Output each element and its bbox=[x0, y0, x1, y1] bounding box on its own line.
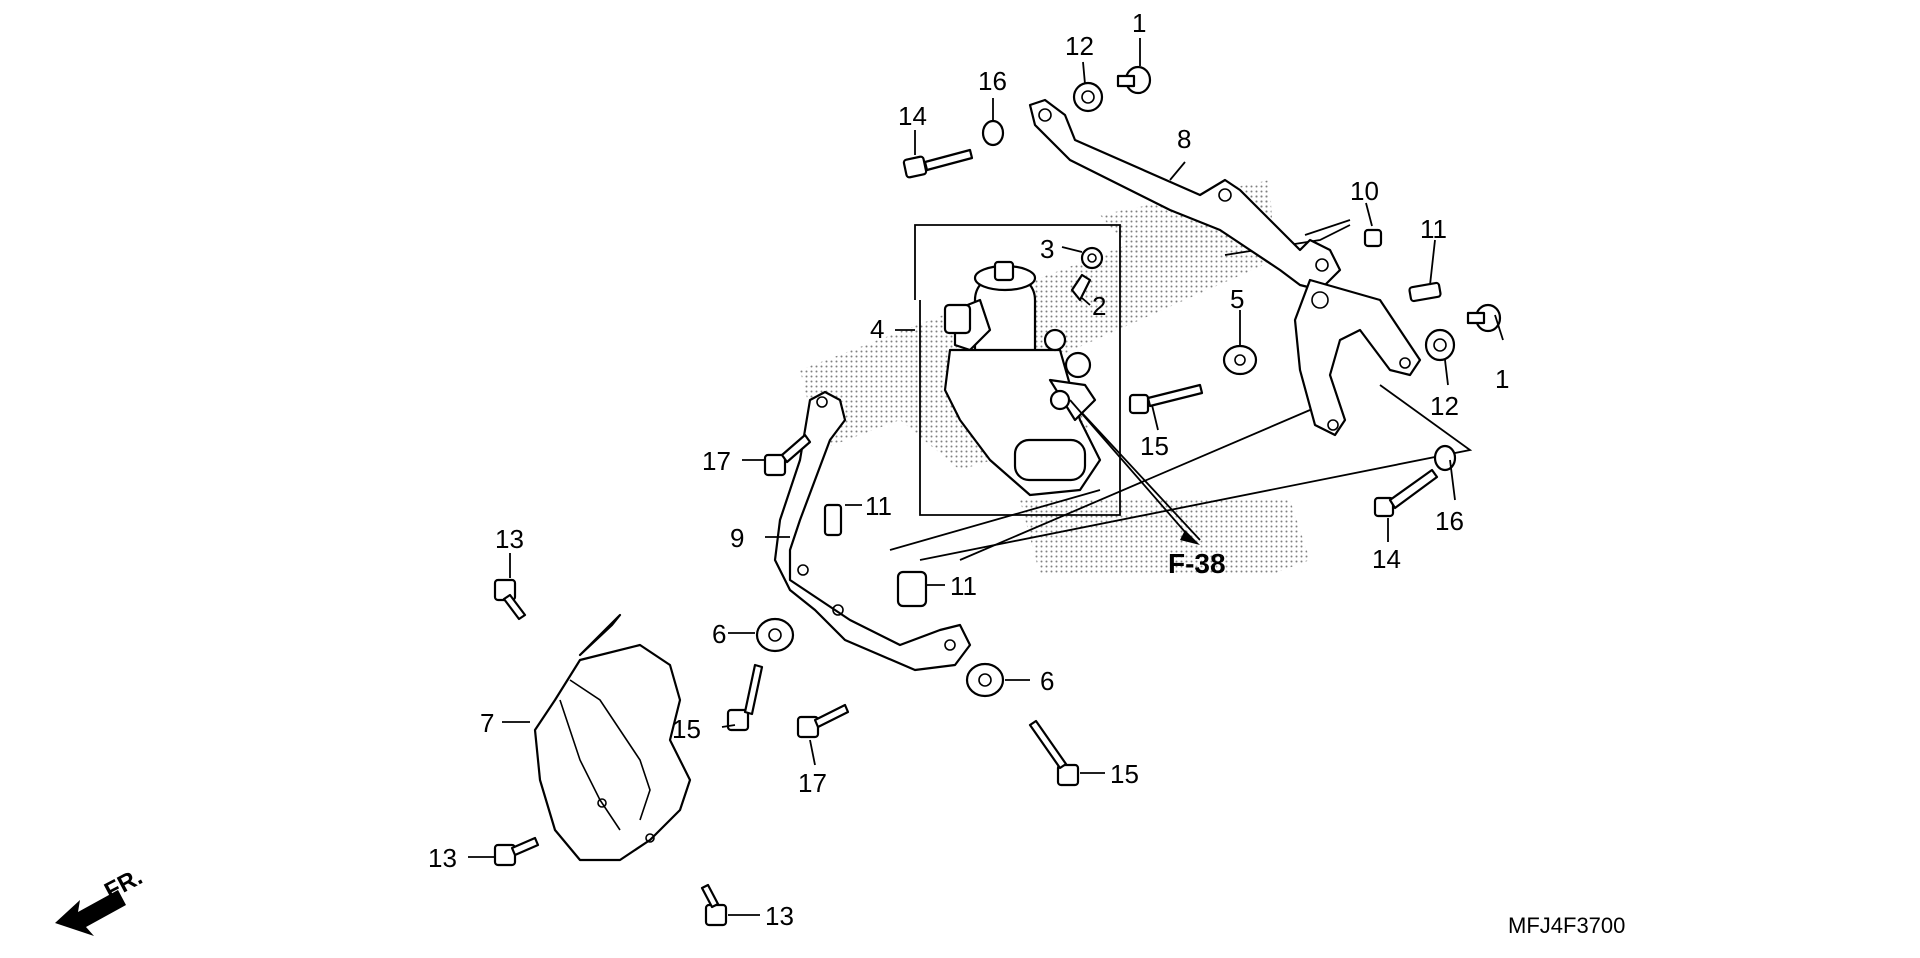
part-13-bolt-top bbox=[493, 578, 527, 621]
part-14-bolt-right bbox=[1373, 468, 1439, 518]
part-3-nut bbox=[1080, 246, 1104, 270]
callout-1-top: 1 bbox=[1132, 8, 1146, 38]
callout-17-lower: 17 bbox=[798, 768, 827, 798]
callout-12-right: 12 bbox=[1430, 391, 1459, 421]
drawing-code: MFJ4F3700 bbox=[1508, 913, 1625, 938]
callout-10: 10 bbox=[1350, 176, 1379, 206]
part-16-washer-top bbox=[981, 119, 1005, 147]
callout-12-top: 12 bbox=[1065, 31, 1094, 61]
part-11-collar-right bbox=[1408, 281, 1442, 303]
part-16-washer-right bbox=[1433, 444, 1457, 472]
callout-13-bottom: 13 bbox=[765, 901, 794, 931]
callout-15-right: 15 bbox=[1110, 759, 1139, 789]
part-14-bolt-top bbox=[902, 148, 974, 179]
callout-13-left: 13 bbox=[428, 843, 457, 873]
part-12-grommet-top bbox=[1072, 81, 1104, 113]
callout-6-left: 6 bbox=[712, 619, 726, 649]
part-9-lower-bracket bbox=[773, 390, 972, 672]
part-11-collar-lower bbox=[896, 570, 928, 608]
part-12-grommet-right bbox=[1424, 328, 1456, 362]
part-5-grommet bbox=[1222, 344, 1258, 376]
callout-4: 4 bbox=[870, 314, 884, 344]
callout-15-center: 15 bbox=[1140, 431, 1169, 461]
reference-label: F-38 bbox=[1168, 548, 1226, 579]
part-11-collar-mid bbox=[823, 503, 843, 537]
callout-16-right: 16 bbox=[1435, 506, 1464, 536]
callout-11-lower: 11 bbox=[950, 571, 977, 601]
part-1-collar-top bbox=[1116, 65, 1152, 95]
part-2-screw bbox=[1070, 273, 1092, 302]
callout-leaders bbox=[468, 38, 1504, 916]
part-6-grommet-right bbox=[965, 662, 1005, 698]
part-right-arm bbox=[1293, 278, 1422, 437]
part-15-bolt-center bbox=[1128, 383, 1204, 415]
leader-lines bbox=[889, 219, 1473, 561]
callout-6-right: 6 bbox=[1040, 666, 1054, 696]
callout-2: 2 bbox=[1092, 291, 1106, 321]
part-1-collar-right bbox=[1466, 303, 1502, 333]
callout-3: 3 bbox=[1040, 234, 1054, 264]
part-15-bolt-left bbox=[726, 663, 764, 732]
part-7-cover bbox=[533, 613, 692, 862]
part-15-bolt-right bbox=[1028, 719, 1080, 787]
callout-5: 5 bbox=[1230, 284, 1244, 314]
part-6-grommet-left bbox=[755, 617, 795, 653]
callout-14-top: 14 bbox=[898, 101, 927, 131]
part-10-nut bbox=[1363, 228, 1383, 248]
part-4-actuator bbox=[943, 260, 1102, 497]
part-13-bolt-left bbox=[493, 836, 540, 867]
part-17-bolt-upper bbox=[763, 433, 812, 477]
callout-1-right: 1 bbox=[1495, 364, 1509, 394]
callout-9: 9 bbox=[730, 523, 744, 553]
callout-14-right: 14 bbox=[1372, 544, 1401, 574]
part-17-bolt-lower bbox=[796, 703, 850, 739]
callout-15-left: 15 bbox=[672, 714, 701, 744]
callout-8: 8 bbox=[1177, 124, 1191, 154]
arrow-left-down-icon bbox=[55, 890, 126, 936]
part-13-bolt-bottom bbox=[700, 883, 728, 927]
callout-16-top: 16 bbox=[978, 66, 1007, 96]
callout-13-top: 13 bbox=[495, 524, 524, 554]
callout-11-mid: 11 bbox=[865, 491, 892, 521]
reference-f38: F-38 bbox=[1069, 399, 1226, 579]
callout-17-upper: 17 bbox=[702, 446, 731, 476]
callout-7: 7 bbox=[480, 708, 494, 738]
callout-labels: 1 1 2 3 4 5 6 6 7 8 9 10 11 11 11 12 12 … bbox=[428, 8, 1509, 931]
callout-11-right: 11 bbox=[1420, 214, 1447, 244]
part-8-upper-stay bbox=[1028, 98, 1342, 292]
front-direction-indicator: FR. bbox=[55, 863, 147, 936]
